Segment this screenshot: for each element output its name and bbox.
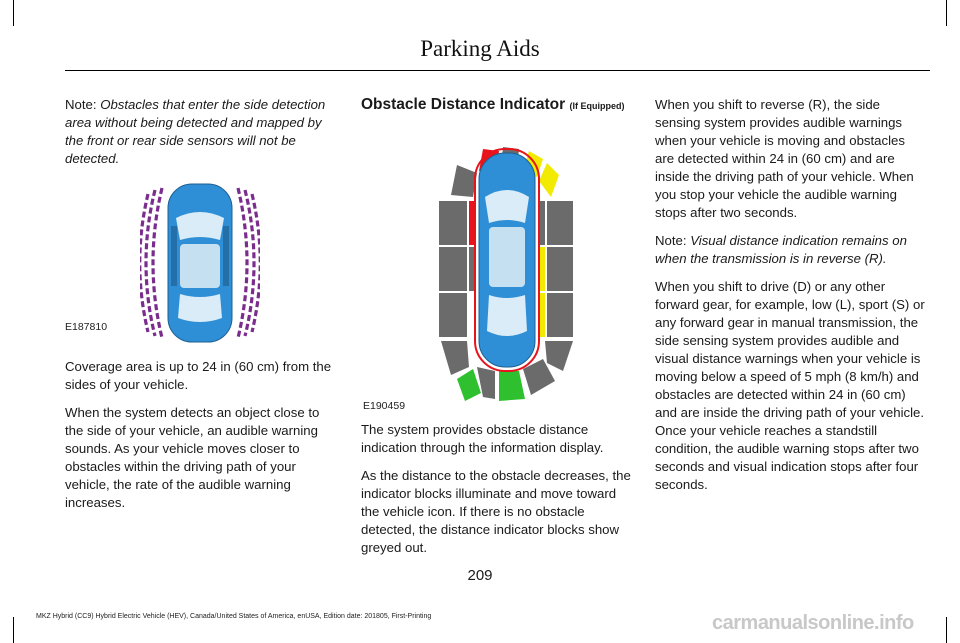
left-coverage-zone [140, 187, 164, 339]
section-heading: Obstacle Distance Indicator (If Equipped… [361, 96, 633, 115]
column-left: Note: Obstacles that enter the side dete… [65, 96, 337, 522]
crop-mark [946, 617, 947, 643]
note-paragraph: Note: Obstacles that enter the side dete… [65, 96, 337, 168]
drive-paragraph: When you shift to drive (D) or any other… [655, 279, 925, 492]
page-number: 209 [467, 567, 493, 584]
figure-code: E190459 [363, 400, 406, 412]
distance-indicator-diagram [439, 147, 573, 401]
side-coverage-figure: E187810 [65, 178, 337, 348]
rear-indicator-blocks [441, 341, 573, 401]
footer-doc-info: MKZ Hybrid (CC9) Hybrid Electric Vehicle… [36, 613, 432, 620]
note-text: Obstacles that enter the side detection … [65, 97, 326, 166]
indication-paragraph: The system provides obstacle distance in… [361, 422, 604, 455]
crop-mark [13, 0, 14, 26]
side-indicator-blocks [439, 201, 573, 337]
note-text: Visual distance indication remains on wh… [655, 233, 907, 266]
crop-mark [13, 617, 14, 643]
heading-text: Obstacle Distance Indicator [361, 96, 566, 113]
note-paragraph: Note: Visual distance indication remains… [655, 232, 927, 268]
column-middle: Obstacle Distance Indicator (If Equipped… [361, 96, 633, 567]
watermark-text: carmanualsonline.info [712, 612, 914, 634]
reverse-paragraph: When you shift to reverse (R), the side … [655, 97, 914, 220]
distance-indicator-figure: E190459 [361, 125, 633, 415]
distance-paragraph: As the distance to the obstacle decrease… [361, 468, 631, 555]
note-label: Note: [655, 233, 687, 248]
header-rule [65, 70, 930, 71]
car-icon [167, 183, 233, 343]
figure-code: E187810 [65, 321, 108, 333]
right-coverage-zone [236, 187, 260, 339]
note-label: Note: [65, 97, 97, 112]
coverage-paragraph: Coverage area is up to 24 in (60 cm) fro… [65, 359, 332, 392]
column-right: When you shift to reverse (R), the side … [655, 96, 927, 504]
heading-suffix: (If Equipped) [569, 101, 625, 111]
page-title: Parking Aids [420, 36, 540, 61]
car-icon [474, 148, 540, 372]
car-side-coverage-diagram [140, 183, 260, 343]
warning-paragraph: When the system detects an object close … [65, 405, 320, 510]
crop-mark [946, 0, 947, 26]
